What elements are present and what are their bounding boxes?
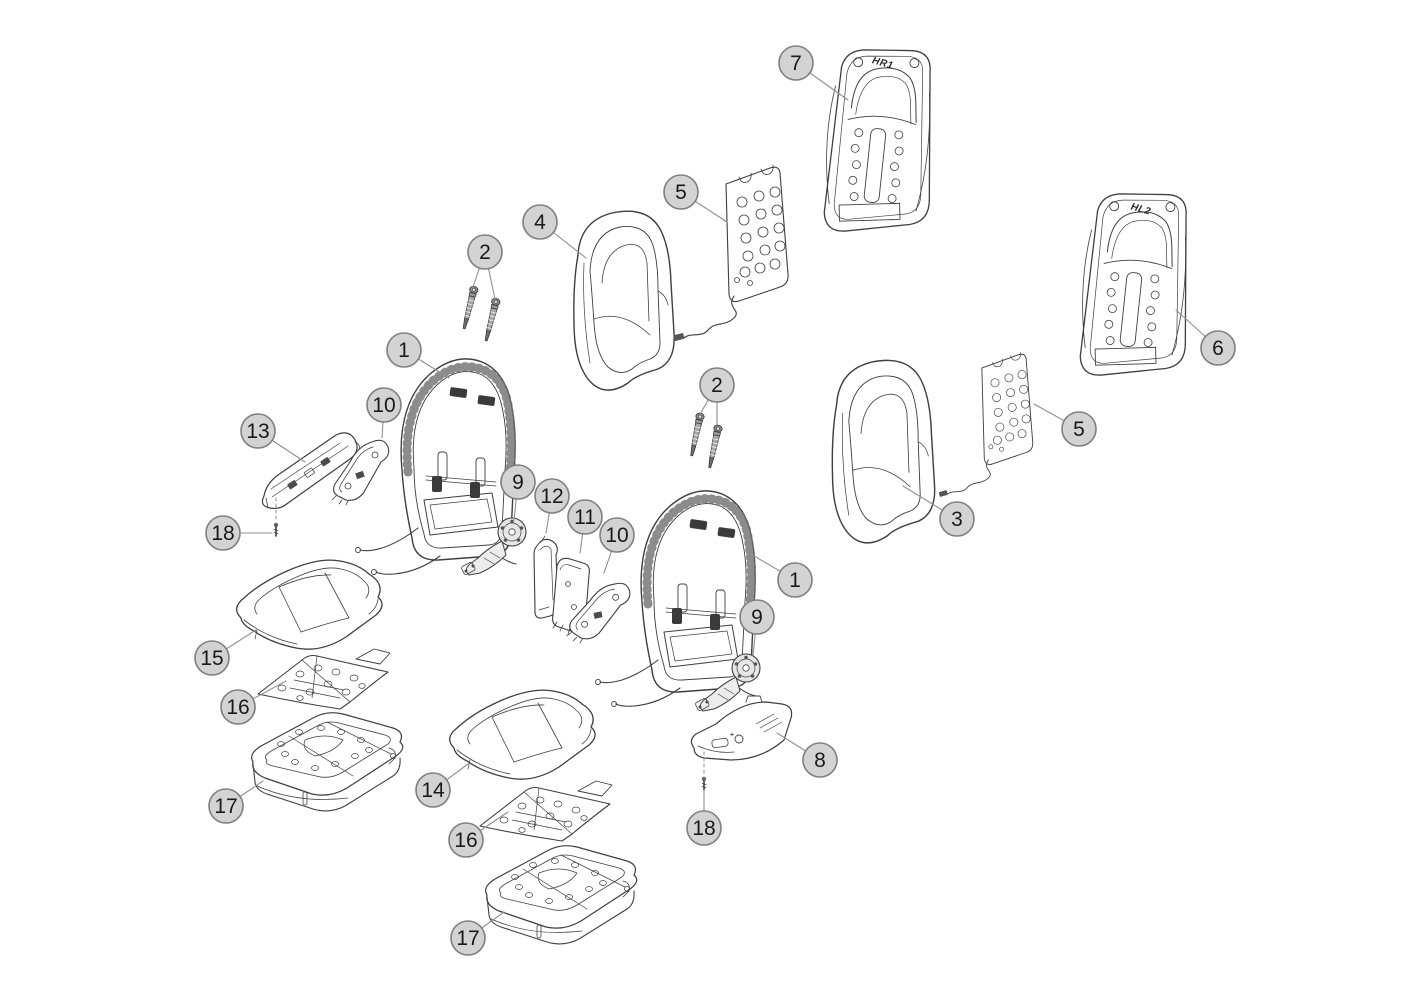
callout-circle[interactable] <box>567 499 603 535</box>
callout-number: 16 <box>454 829 477 852</box>
callout-4-backrest-cover-left[interactable]: 4 <box>522 204 587 259</box>
callout-10-recliner-bracket-center[interactable]: 10 <box>599 517 635 574</box>
callout-14-cushion-cover-center[interactable]: 14 <box>415 763 469 808</box>
part-cushion-cover-center <box>449 689 596 780</box>
callout-10-recliner-bracket-left[interactable]: 10 <box>366 387 402 439</box>
callout-11-trim-panel-11[interactable]: 11 <box>567 499 603 554</box>
callout-9-recliner-mechanism-center[interactable]: 9 <box>500 464 536 521</box>
callout-number: 17 <box>214 795 237 818</box>
callout-number: 9 <box>512 471 524 494</box>
part-backrest-heater-pad-right <box>938 352 1034 498</box>
part-seat-pan-left <box>251 712 404 812</box>
pad-label-hl2: HL2 <box>1129 201 1152 217</box>
callout-number: 13 <box>246 420 269 443</box>
callout-number: 11 <box>574 506 596 529</box>
callout-9-recliner-mechanism-right[interactable]: 9 <box>739 599 775 656</box>
callout-circle[interactable] <box>415 772 451 808</box>
part-headrest-bolt <box>481 297 502 343</box>
callout-number: 4 <box>534 211 546 234</box>
callout-circle[interactable] <box>240 413 276 449</box>
callout-circle[interactable] <box>663 174 699 210</box>
callout-3-backrest-cover-right[interactable]: 3 <box>902 485 975 537</box>
part-cushion-heater-pad-center <box>479 780 613 842</box>
callout-16-cushion-heater-pad-left[interactable]: 16 <box>220 680 287 725</box>
callout-number: 15 <box>200 647 223 670</box>
callout-number: 5 <box>675 181 687 204</box>
callout-number: 9 <box>751 606 763 629</box>
part-backrest-foam-pad-hr1 <box>816 42 946 241</box>
callout-2-headrest-guide-bolts-left[interactable]: 2 <box>467 234 503 300</box>
callout-circle[interactable] <box>599 517 635 553</box>
callout-number: 2 <box>479 241 491 264</box>
callout-5-backrest-heater-pad-right[interactable]: 5 <box>1033 403 1097 447</box>
callout-number: 6 <box>1212 337 1224 360</box>
callout-number: 17 <box>456 927 479 950</box>
callout-circle[interactable] <box>699 367 735 403</box>
callout-number: 7 <box>790 52 802 75</box>
callout-17-seat-pan-center[interactable]: 17 <box>450 911 505 956</box>
part-cushion-cover-left <box>236 559 383 650</box>
callout-circle[interactable] <box>802 742 838 778</box>
callout-16-cushion-heater-pad-center[interactable]: 16 <box>448 811 509 858</box>
callout-13-side-trim-inner[interactable]: 13 <box>240 413 306 463</box>
callout-circle[interactable] <box>450 920 486 956</box>
callout-circle[interactable] <box>1061 411 1097 447</box>
callout-number: 2 <box>711 374 723 397</box>
callout-circle[interactable] <box>686 810 722 846</box>
callout-17-seat-pan-left[interactable]: 17 <box>208 780 264 824</box>
callout-number: 16 <box>226 696 249 719</box>
callout-12-trim-panel-12[interactable]: 12 <box>534 478 570 534</box>
part-headrest-bolt <box>705 423 724 470</box>
callout-number: 10 <box>372 394 395 417</box>
callout-circle[interactable] <box>1200 330 1236 366</box>
part-seat-pan-center <box>485 845 638 945</box>
callout-number: 14 <box>421 779 445 802</box>
callout-circle[interactable] <box>534 478 570 514</box>
callout-circle[interactable] <box>386 332 422 368</box>
callout-number: 5 <box>1073 418 1085 441</box>
part-backrest-cover-right <box>831 359 936 544</box>
callout-5-backrest-heater-pad-left[interactable]: 5 <box>663 174 728 223</box>
callout-circle[interactable] <box>500 464 536 500</box>
callout-6-backrest-foam-pad-hl2[interactable]: 6 <box>1175 309 1236 366</box>
callout-circle[interactable] <box>939 501 975 537</box>
callout-layer: 7 4 5 2 6 1 10 13 2 5 3 18 9 12 11 10 1 15 9 16 8 17 14 16 18 17 <box>194 45 1236 956</box>
callout-18-trim-screw-right[interactable]: 18 <box>686 789 722 846</box>
callout-number: 18 <box>692 817 715 840</box>
part-cushion-heater-pad-left <box>257 648 391 710</box>
callout-7-backrest-foam-pad-hr1[interactable]: 7 <box>778 45 849 101</box>
callout-number: 18 <box>211 522 234 545</box>
callout-number: 3 <box>951 508 963 531</box>
part-backrest-foam-pad-hl2 <box>1072 186 1202 385</box>
callout-circle[interactable] <box>777 562 813 598</box>
callout-number: 8 <box>814 749 826 772</box>
callout-15-cushion-cover-left[interactable]: 15 <box>194 629 257 676</box>
callout-circle[interactable] <box>448 822 484 858</box>
callout-1-backrest-frame-left[interactable]: 1 <box>386 332 450 379</box>
callout-1-backrest-frame-right[interactable]: 1 <box>748 552 813 598</box>
callout-number: 1 <box>398 339 410 362</box>
callout-circle[interactable] <box>208 788 244 824</box>
callout-circle[interactable] <box>739 599 775 635</box>
parts-layer: HR1 HL2 <box>236 42 1202 945</box>
callout-circle[interactable] <box>522 204 558 240</box>
part-headrest-bolt <box>459 285 480 331</box>
callout-circle[interactable] <box>778 45 814 81</box>
part-headrest-bolt <box>687 411 706 458</box>
callout-18-trim-screw-left[interactable]: 18 <box>205 515 273 551</box>
callout-number: 10 <box>605 524 628 547</box>
part-backrest-cover-left <box>573 210 675 391</box>
callout-8-side-trim-outer[interactable]: 8 <box>776 732 838 778</box>
callout-2-headrest-guide-bolts-right[interactable]: 2 <box>699 367 735 426</box>
callout-circle[interactable] <box>467 234 503 270</box>
callout-number: 12 <box>540 485 563 508</box>
callout-circle[interactable] <box>366 387 402 423</box>
callout-circle[interactable] <box>220 689 256 725</box>
callout-circle[interactable] <box>194 640 230 676</box>
callout-circle[interactable] <box>205 515 241 551</box>
callout-number: 1 <box>789 569 801 592</box>
